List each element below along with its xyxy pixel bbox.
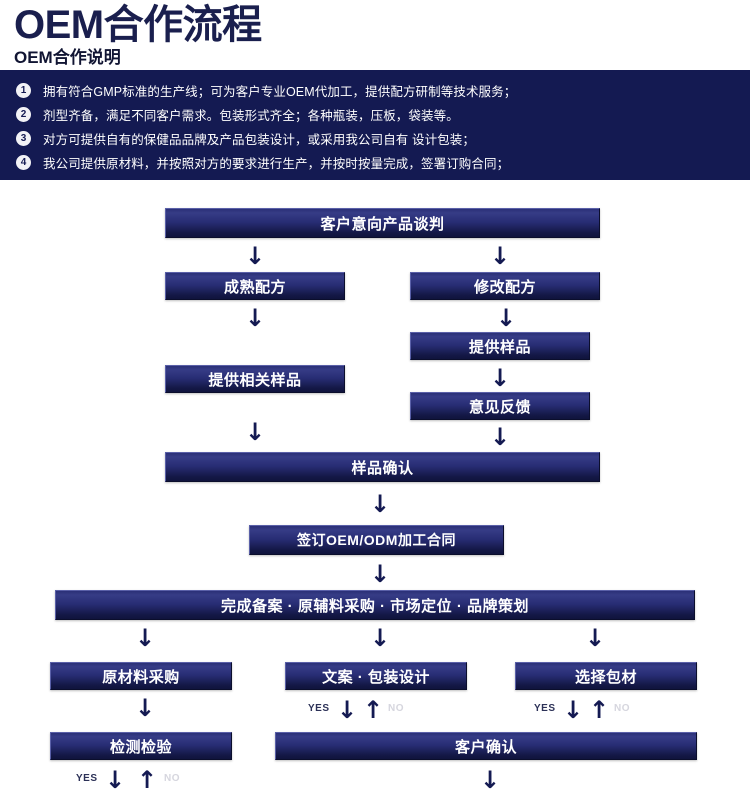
arrow-down-icon: ↓ <box>490 364 511 392</box>
intro-list-item: 4 我公司提供原材料，并按照对方的要求进行生产，并按时按量完成，签署订购合同； <box>0 150 750 174</box>
no-label: NO <box>614 703 630 714</box>
arrow-down-icon: ↓ <box>563 696 584 724</box>
arrow-down-icon: ↓ <box>245 242 266 270</box>
arrow-down-icon: ↓ <box>337 696 358 724</box>
no-label: NO <box>164 773 180 784</box>
arrow-up-icon: ↑ <box>363 696 384 724</box>
arrow-down-icon: ↓ <box>370 624 391 652</box>
intro-number-badge: 2 <box>16 106 31 122</box>
arrow-down-icon: ↓ <box>135 624 156 652</box>
yes-label: YES <box>76 773 98 784</box>
intro-item-text: 我公司提供原材料，并按照对方的要求进行生产，并按时按量完成，签署订购合同； <box>43 156 510 171</box>
flow-node-negotiation[interactable]: 客户意向产品谈判 <box>165 208 600 238</box>
intro-number-badge: 4 <box>16 154 31 170</box>
flow-node-feedback[interactable]: 意见反馈 <box>410 392 590 420</box>
intro-item-text: 对方可提供自有的保健品品牌及产品包装设计，或采用我公司自有 设计包装； <box>43 132 475 147</box>
flow-node-mature-formula[interactable]: 成熟配方 <box>165 272 345 300</box>
page-header: OEM合作流程 OEM合作说明 <box>0 0 750 68</box>
yes-label: YES <box>308 703 330 714</box>
arrow-down-icon: ↓ <box>496 304 517 332</box>
intro-banner: 1 拥有符合GMP标准的生产线；可为客户专业OEM代加工，提供配方研制等技术服务… <box>0 70 750 180</box>
intro-number-badge: 3 <box>16 130 31 146</box>
flow-node-modify-formula[interactable]: 修改配方 <box>410 272 600 300</box>
arrow-down-icon: ↓ <box>370 490 391 518</box>
flow-node-sign-contract[interactable]: 签订OEM/ODM加工合同 <box>249 525 504 555</box>
arrow-down-icon: ↓ <box>480 766 501 794</box>
arrow-down-icon: ↓ <box>490 423 511 451</box>
flow-node-inspection[interactable]: 检测检验 <box>50 732 232 760</box>
page-subtitle: OEM合作说明 <box>14 48 121 68</box>
flowchart: 客户意向产品谈判 ↓ ↓ 成熟配方 修改配方 ↓ ↓ 提供样品 ↓ 提供相关样品… <box>0 180 750 800</box>
arrow-down-icon: ↓ <box>245 418 266 446</box>
intro-list-item: 2 剂型齐备，满足不同客户需求。包装形式齐全；各种瓶装，压板，袋装等。 <box>0 102 750 126</box>
arrow-up-icon: ↑ <box>137 766 158 794</box>
arrow-down-icon: ↓ <box>245 304 266 332</box>
intro-item-text: 拥有符合GMP标准的生产线；可为客户专业OEM代加工，提供配方研制等技术服务； <box>43 84 517 99</box>
page-title: OEM合作流程 <box>14 3 262 47</box>
flow-node-sample-confirm[interactable]: 样品确认 <box>165 452 600 482</box>
arrow-down-icon: ↓ <box>135 694 156 722</box>
flow-node-filing-row[interactable]: 完成备案 · 原辅料采购 · 市场定位 · 品牌策划 <box>55 590 695 620</box>
arrow-down-icon: ↓ <box>490 242 511 270</box>
flow-node-select-package[interactable]: 选择包材 <box>515 662 697 690</box>
flow-node-customer-confirm[interactable]: 客户确认 <box>275 732 697 760</box>
flow-node-copy-packaging[interactable]: 文案 · 包装设计 <box>285 662 467 690</box>
arrow-up-icon: ↑ <box>589 696 610 724</box>
arrow-down-icon: ↓ <box>585 624 606 652</box>
intro-list-item: 1 拥有符合GMP标准的生产线；可为客户专业OEM代加工，提供配方研制等技术服务… <box>0 78 750 102</box>
flow-node-provide-related-sample[interactable]: 提供相关样品 <box>165 365 345 393</box>
arrow-down-icon: ↓ <box>370 560 391 588</box>
intro-list-item: 3 对方可提供自有的保健品品牌及产品包装设计，或采用我公司自有 设计包装； <box>0 126 750 150</box>
yes-label: YES <box>534 703 556 714</box>
intro-number-badge: 1 <box>16 82 31 98</box>
flow-node-provide-sample[interactable]: 提供样品 <box>410 332 590 360</box>
flow-node-raw-material[interactable]: 原材料采购 <box>50 662 232 690</box>
arrow-down-icon: ↓ <box>105 766 126 794</box>
no-label: NO <box>388 703 404 714</box>
intro-item-text: 剂型齐备，满足不同客户需求。包装形式齐全；各种瓶装，压板，袋装等。 <box>43 108 459 123</box>
